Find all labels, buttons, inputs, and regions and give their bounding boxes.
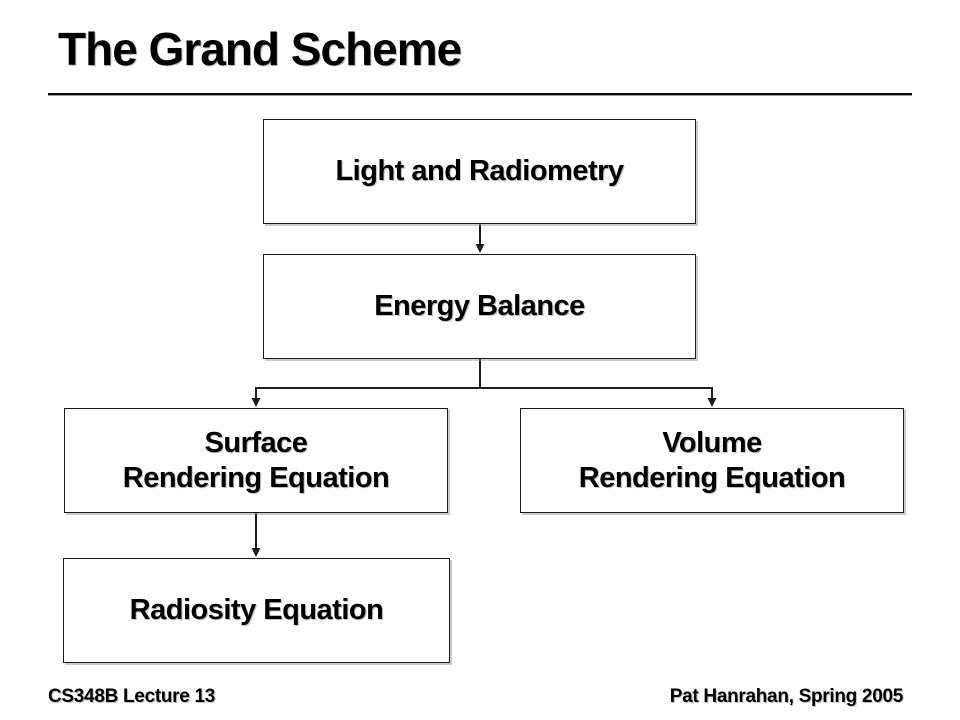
node-label-line1: Volume: [662, 427, 762, 460]
node-label-line2: Rendering Equation: [578, 461, 846, 494]
footer-course-label: CS348B Lecture 13: [48, 686, 216, 707]
arrowhead-branch-to-surface: [251, 398, 261, 407]
node-energy-balance: Energy Balance: [263, 254, 696, 359]
node-label: Energy Balance: [374, 290, 585, 323]
node-radiosity-equation: Radiosity Equation: [63, 558, 450, 663]
title-divider-rule: [48, 93, 912, 96]
node-label: Light and Radiometry: [335, 155, 624, 188]
node-label: Radiosity Equation: [129, 594, 384, 627]
node-light-and-radiometry: Light and Radiometry: [263, 119, 696, 224]
footer-author-label: Pat Hanrahan, Spring 2005: [669, 686, 904, 707]
node-surface-rendering-equation: Surface Rendering Equation: [64, 408, 448, 513]
arrowhead-surface-to-radiosity: [251, 548, 261, 557]
node-label-line2: Rendering Equation: [122, 461, 390, 494]
slide-title: The Grand Scheme: [58, 23, 462, 75]
node-label-line1: Surface: [204, 427, 308, 460]
node-volume-rendering-equation: Volume Rendering Equation: [520, 408, 904, 513]
arrowhead-branch-to-volume: [707, 398, 717, 407]
arrowhead-light-to-energy: [475, 244, 485, 253]
